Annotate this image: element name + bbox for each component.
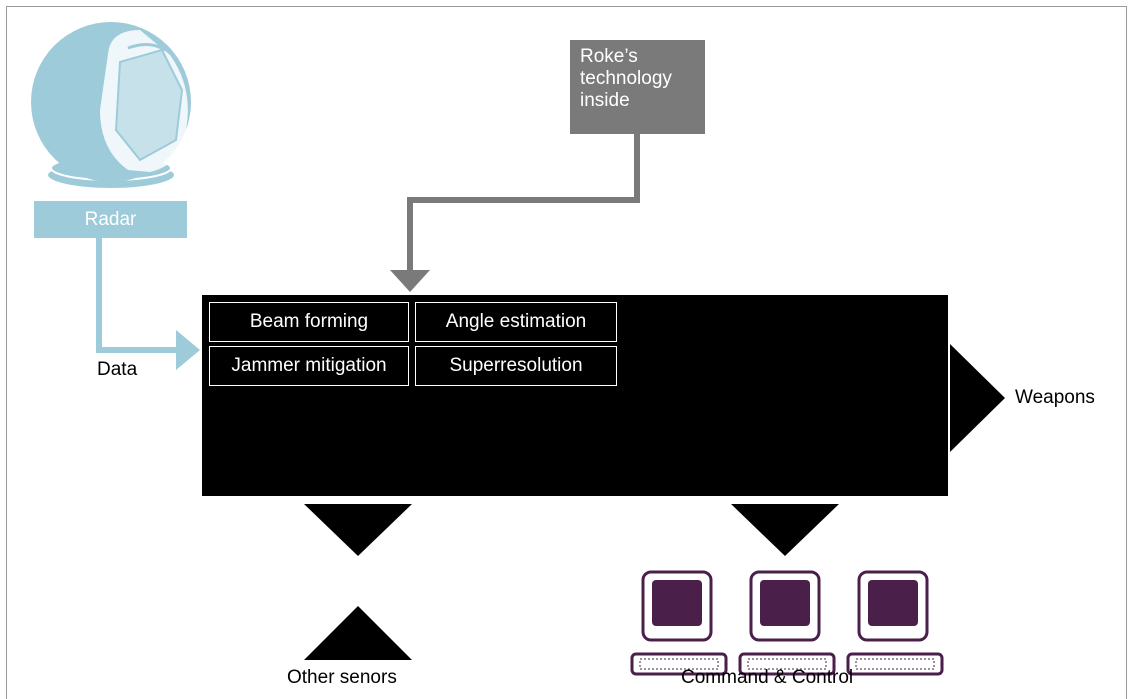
other-sensors-label: Other senors: [287, 667, 397, 688]
other-sensors-out-arrow: [304, 504, 412, 556]
terminal-icon: [630, 570, 728, 676]
other-sensors-in-arrow: [304, 606, 412, 660]
function-beam-forming: Beam forming: [209, 302, 409, 342]
roke-arrow: [390, 134, 640, 292]
command-control-label: Command & Control: [681, 667, 854, 688]
terminal-icon: [846, 570, 944, 676]
function-superresolution: Superresolution: [415, 346, 617, 386]
data-arrow: [96, 238, 200, 370]
weapons-arrow: [950, 344, 1005, 452]
data-label: Data: [97, 359, 138, 380]
radar-label-box: Radar: [34, 201, 187, 238]
function-angle-estimation: Angle estimation: [415, 302, 617, 342]
terminal-icon: [738, 570, 836, 676]
diagram-frame: [6, 6, 1127, 699]
function-jammer-mitigation: Jammer mitigation: [209, 346, 409, 386]
weapons-label: Weapons: [1015, 387, 1095, 408]
command-control-arrow: [731, 504, 839, 556]
signal-processor-block: Beam forming Angle estimation Jammer mit…: [202, 295, 948, 496]
roke-technology-box: Roke’s technology inside: [570, 40, 705, 134]
radar-dome-icon: [31, 22, 191, 190]
